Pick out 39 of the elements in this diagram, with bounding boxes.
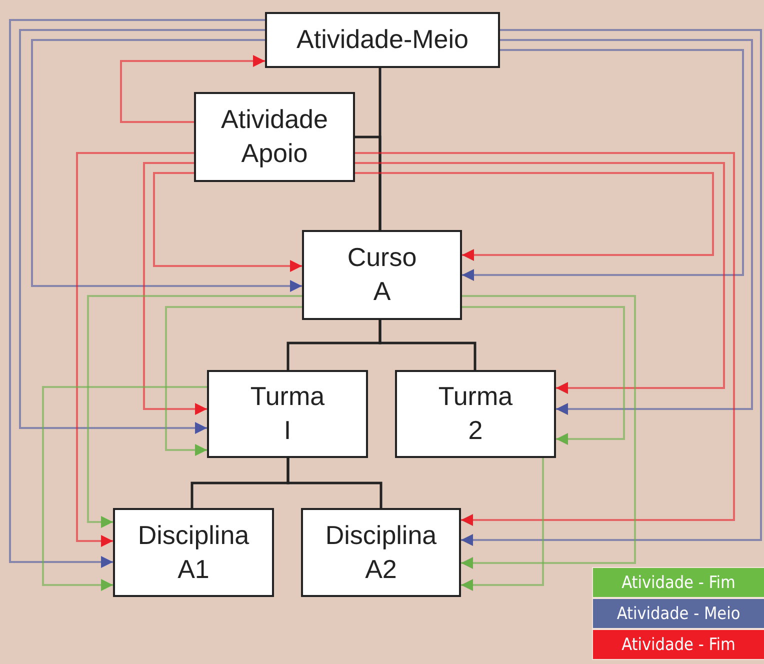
arrow: [462, 49, 744, 281]
arrow: [461, 458, 544, 591]
node-label: Atividade-Meio: [296, 23, 468, 56]
arrow: [461, 295, 636, 569]
legend-swatch: Atividade - Fim: [592, 567, 764, 598]
legend-swatch: Atividade - Fim: [592, 629, 764, 660]
arrow: [31, 39, 302, 292]
node-label: Turma 2: [438, 380, 513, 447]
arrow: [355, 162, 725, 394]
arrow: [355, 152, 735, 526]
arrow: [19, 29, 265, 434]
arrow: [143, 162, 207, 415]
arrow: [120, 55, 265, 123]
arrow: [500, 39, 753, 415]
connector-line: [286, 458, 382, 508]
arrow: [355, 172, 714, 261]
arrow: [9, 19, 265, 568]
arrow: [461, 29, 762, 546]
arrow: [462, 306, 625, 445]
node-label: Curso A: [347, 241, 417, 308]
node-label: Atividade Apoio: [221, 103, 328, 170]
box: [302, 230, 462, 320]
box: [301, 508, 461, 597]
box: [395, 370, 556, 458]
node-label: Disciplina A2: [325, 518, 437, 586]
arrow: [87, 295, 302, 528]
node-label: Turma I: [250, 380, 325, 447]
legend-swatch: Atividade - Meio: [592, 598, 764, 629]
node-label: Disciplina A1: [138, 518, 250, 586]
arrow: [165, 306, 302, 456]
arrow: [42, 386, 207, 591]
arrow: [76, 152, 194, 547]
connector-line: [378, 320, 476, 370]
arrow: [153, 172, 302, 272]
box: [113, 508, 274, 597]
box: [265, 12, 500, 68]
box: [207, 370, 368, 458]
connector-line: [355, 136, 382, 230]
box: [194, 92, 355, 182]
